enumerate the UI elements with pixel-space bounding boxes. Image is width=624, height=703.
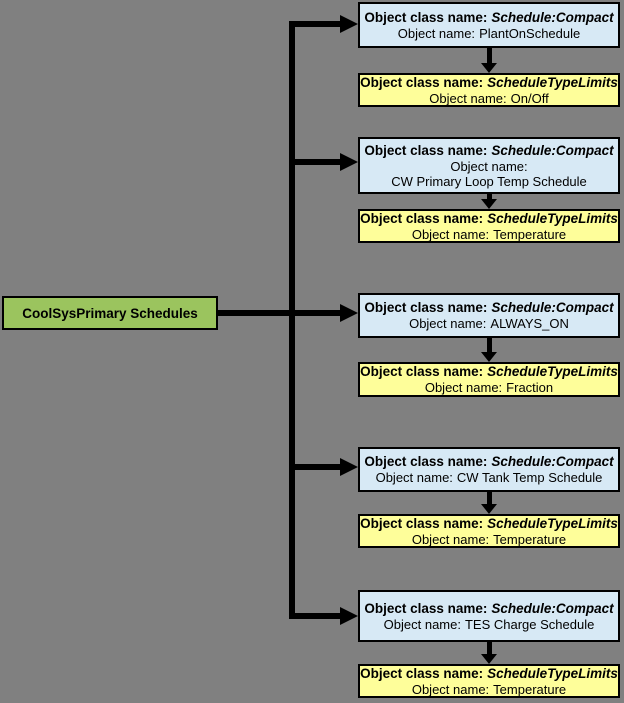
name-label: Object name: [397, 25, 476, 41]
arrowhead-right-icon [340, 153, 358, 171]
object-name-line: Object name:PlantOnSchedule [398, 26, 581, 41]
schedule-type-limits-node-2: Object class name:ScheduleTypeLimits Obj… [358, 209, 620, 243]
name-label: Object name: [411, 531, 490, 547]
object-class-line: Object class name:Schedule:Compact [364, 300, 613, 316]
arrowhead-down-icon [481, 504, 497, 514]
object-class-line: Object class name:Schedule:Compact [364, 601, 613, 617]
object-class-line: Object class name:Schedule:Compact [364, 10, 613, 26]
schedule-compact-node-2: Object class name:Schedule:Compact Objec… [358, 137, 620, 194]
object-name-line: Object name:ALWAYS_ON [409, 316, 569, 331]
arrowhead-right-icon [340, 304, 358, 322]
branch-connector-5 [289, 613, 340, 619]
branch-connector-4 [289, 464, 340, 470]
pair-connector-2 [487, 194, 492, 199]
schedule-type-limits-node-4: Object class name:ScheduleTypeLimits Obj… [358, 514, 620, 548]
pair-connector-3 [487, 338, 492, 352]
class-name: ScheduleTypeLimits [487, 74, 618, 90]
class-name: ScheduleTypeLimits [487, 515, 618, 531]
class-label: Object class name: [360, 515, 484, 531]
class-label: Object class name: [364, 600, 488, 616]
object-name-line: Object name:TES Charge Schedule [384, 617, 595, 632]
name-label: Object name: [450, 158, 528, 174]
object-name: Temperature [493, 531, 567, 547]
schedule-type-limits-node-5: Object class name:ScheduleTypeLimits Obj… [358, 664, 620, 698]
class-label: Object class name: [360, 210, 484, 226]
trunk-connector [289, 21, 295, 619]
pair-connector-1 [487, 48, 492, 63]
pair-connector-5 [487, 642, 492, 654]
class-name: ScheduleTypeLimits [487, 364, 618, 379]
object-name-line: Object name:Temperature [412, 532, 566, 547]
name-label: Object name: [409, 316, 487, 331]
arrowhead-down-icon [481, 352, 497, 362]
class-name: Schedule:Compact [491, 454, 614, 469]
object-name-line: Object name:On/Off [429, 91, 548, 106]
name-label: Object name: [429, 90, 507, 106]
branch-connector-2 [289, 159, 340, 165]
object-class-line: Object class name:Schedule:Compact [364, 454, 613, 470]
branch-connector-1 [289, 21, 340, 27]
name-label: Object name: [411, 681, 490, 697]
schedule-compact-node-5: Object class name:Schedule:Compact Objec… [358, 590, 620, 642]
name-label: Object name: [411, 226, 490, 242]
object-class-line: Object class name:ScheduleTypeLimits [360, 211, 618, 227]
schedule-compact-node-4: Object class name:Schedule:Compact Objec… [358, 447, 620, 492]
arrowhead-right-icon [340, 607, 358, 625]
object-class-line: Object class name:Schedule:Compact [364, 143, 613, 159]
object-name: CW Tank Temp Schedule [456, 470, 603, 485]
arrowhead-down-icon [481, 63, 497, 73]
object-name: PlantOnSchedule [479, 25, 581, 41]
class-name: Schedule:Compact [491, 9, 614, 25]
object-name: On/Off [510, 90, 549, 106]
class-label: Object class name: [360, 74, 484, 90]
class-label: Object class name: [364, 9, 488, 25]
class-label: Object class name: [364, 300, 488, 315]
object-name: Temperature [493, 226, 567, 242]
name-label: Object name: [424, 380, 503, 395]
object-name: TES Charge Schedule [464, 616, 595, 632]
class-name: Schedule:Compact [491, 600, 614, 616]
object-name: CW Primary Loop Temp Schedule [391, 173, 587, 189]
class-label: Object class name: [364, 454, 488, 469]
object-name: Fraction [506, 380, 554, 395]
object-name-line: Object name:CW Primary Loop Temp Schedul… [391, 159, 587, 189]
class-name: ScheduleTypeLimits [487, 665, 618, 681]
object-class-line: Object class name:ScheduleTypeLimits [360, 666, 618, 682]
class-label: Object class name: [360, 665, 484, 681]
object-name: Temperature [493, 681, 567, 697]
arrowhead-right-icon [340, 458, 358, 476]
branch-connector-3 [216, 310, 340, 316]
name-label: Object name: [383, 616, 461, 632]
arrowhead-down-icon [481, 654, 497, 664]
pair-connector-4 [487, 492, 492, 504]
class-name: Schedule:Compact [491, 142, 614, 158]
class-name: Schedule:Compact [491, 300, 614, 315]
object-name-line: Object name:CW Tank Temp Schedule [376, 470, 603, 485]
class-name: ScheduleTypeLimits [487, 210, 618, 226]
class-label: Object class name: [360, 364, 484, 379]
arrowhead-down-icon [481, 199, 497, 209]
object-class-line: Object class name:ScheduleTypeLimits [360, 364, 618, 380]
arrowhead-right-icon [340, 15, 358, 33]
root-node-coolsysprimary-schedules: CoolSysPrimary Schedules [2, 296, 218, 330]
schedule-compact-node-1: Object class name:Schedule:Compact Objec… [358, 2, 620, 48]
object-class-line: Object class name:ScheduleTypeLimits [360, 516, 618, 532]
object-name: ALWAYS_ON [490, 316, 569, 331]
object-name-line: Object name:Fraction [425, 380, 553, 395]
class-label: Object class name: [364, 142, 488, 158]
root-node-label: CoolSysPrimary Schedules [22, 305, 198, 321]
object-name-line: Object name:Temperature [412, 227, 566, 242]
object-class-line: Object class name:ScheduleTypeLimits [360, 75, 618, 91]
schedule-type-limits-node-3: Object class name:ScheduleTypeLimits Obj… [358, 362, 620, 397]
schedule-type-limits-node-1: Object class name:ScheduleTypeLimits Obj… [358, 73, 620, 107]
name-label: Object name: [375, 470, 453, 485]
schedule-compact-node-3: Object class name:Schedule:Compact Objec… [358, 293, 620, 338]
object-name-line: Object name:Temperature [412, 682, 566, 697]
